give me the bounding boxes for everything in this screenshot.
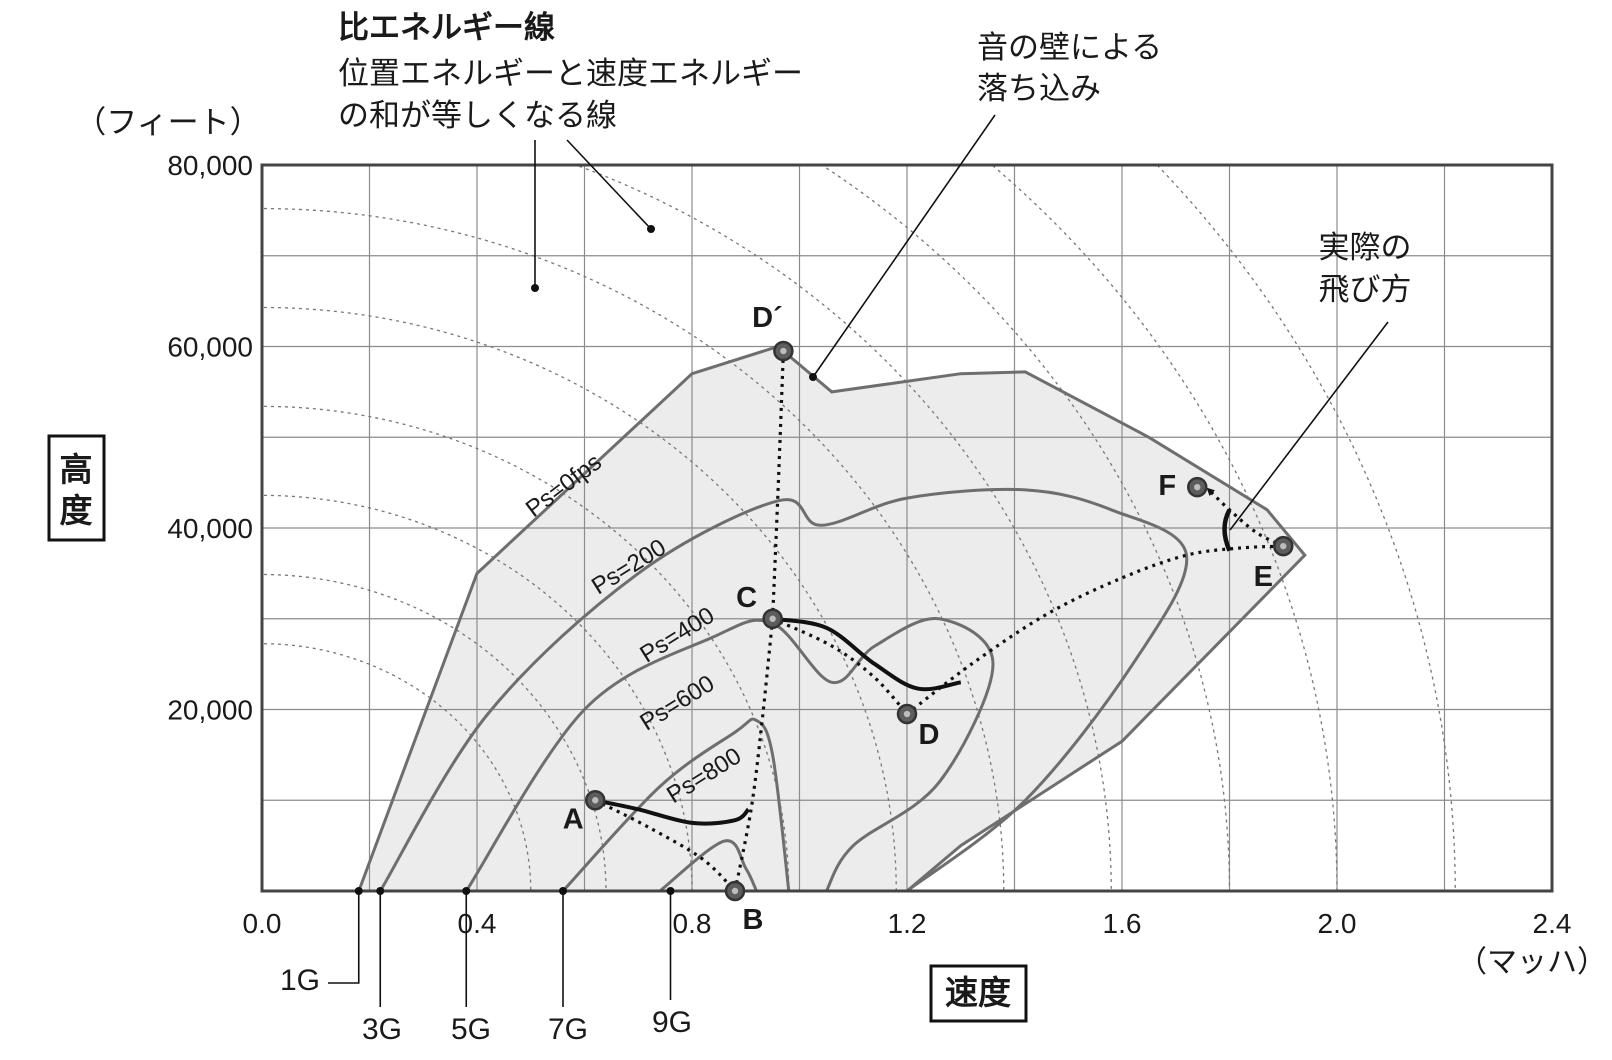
y-tick-label: 60,000	[167, 332, 253, 363]
specific-energy-line	[820, 165, 1231, 891]
path-e-to-f	[1206, 487, 1285, 548]
point-C-center	[769, 615, 776, 622]
energy-line-desc-2: の和が等しくなる線	[338, 98, 617, 134]
x-tick-label: 1.6	[1103, 908, 1142, 939]
point-D´-center	[780, 347, 787, 355]
plot-frame	[260, 163, 1554, 893]
sound-barrier-leader-dot	[809, 373, 817, 381]
energy-line-title: 比エネルギー線	[338, 10, 555, 46]
specific-energy-line	[262, 306, 897, 891]
path-c-solid	[772, 616, 962, 692]
path-a-solid	[594, 798, 750, 826]
path-a-to-b	[594, 798, 737, 893]
y-axis-title-box	[47, 434, 106, 542]
point-label: D´	[752, 302, 783, 334]
point-label: E	[1254, 561, 1273, 593]
x-unit-label: （マッハ）	[1457, 945, 1607, 980]
ps-curve	[379, 487, 1189, 891]
x-tick-label: 0.4	[458, 908, 497, 939]
specific-energy-line	[262, 573, 607, 891]
specific-energy-line	[1156, 165, 1456, 891]
x-axis-title: 速度	[945, 973, 1011, 1012]
energy-leader-2-dot	[647, 225, 655, 233]
specific-energy-line	[573, 165, 1112, 891]
actual-flight-label-2: 飛び方	[1319, 272, 1412, 308]
g-line-label: 3G	[362, 1013, 402, 1046]
energy-leader-2	[566, 139, 652, 230]
point-label: B	[743, 904, 764, 936]
x-tick-label: 0.0	[243, 908, 282, 939]
sound-barrier-label-1: 音の壁による	[977, 30, 1162, 66]
point-label: F	[1158, 470, 1176, 502]
x-tick-label: 2.0	[1318, 908, 1357, 939]
sound-barrier-leader	[812, 114, 996, 378]
x-axis-title-box	[929, 964, 1028, 1023]
y-tick-label: 40,000	[167, 513, 253, 544]
x-tick-label: 0.8	[673, 908, 712, 939]
g-line-label: 1G	[280, 964, 320, 997]
point-label: A	[563, 803, 584, 835]
point-D-center	[903, 710, 911, 718]
point-E-center	[1280, 542, 1287, 550]
specific-energy-line	[262, 643, 532, 891]
energy-leader-1-dot	[531, 284, 539, 292]
actual-flight-leader	[1229, 321, 1389, 531]
specific-energy-line	[990, 165, 1338, 891]
g-line-label: 9G	[652, 1006, 692, 1039]
energy-line-desc-1: 位置エネルギーと速度エネルギー	[338, 56, 803, 92]
g-line-label: 5G	[451, 1013, 491, 1046]
x-tick-label: 2.4	[1533, 908, 1572, 939]
y-axis-title-char-2: 度	[60, 491, 93, 530]
path-c-to-d-prime	[771, 349, 788, 619]
point-F-center	[1194, 483, 1201, 491]
ps-curve	[658, 839, 758, 891]
point-label: D	[919, 719, 940, 751]
x-tick-label: 1.2	[888, 908, 927, 939]
y-unit-label: （フィート）	[75, 105, 260, 141]
path-c-to-d	[771, 617, 909, 716]
point-B-center	[731, 887, 739, 895]
y-tick-label: 80,000	[167, 150, 253, 181]
path-d-to-e	[906, 544, 1284, 716]
ps-curve	[561, 717, 791, 891]
actual-flight-arc	[1222, 508, 1232, 552]
sound-barrier-label-2: 落ち込み	[977, 71, 1101, 107]
y-axis-title-char-1: 高	[60, 450, 93, 489]
point-label: C	[736, 582, 757, 614]
ps-curve	[357, 344, 1307, 891]
y-tick-label: 20,000	[167, 695, 253, 726]
actual-flight-label-1: 実際の	[1319, 230, 1412, 266]
path-b-to-c	[733, 618, 775, 892]
g-line-label: 7G	[548, 1013, 588, 1046]
specific-energy-line	[262, 207, 1005, 891]
g-line-leader	[328, 891, 360, 984]
point-A-center	[592, 797, 599, 804]
